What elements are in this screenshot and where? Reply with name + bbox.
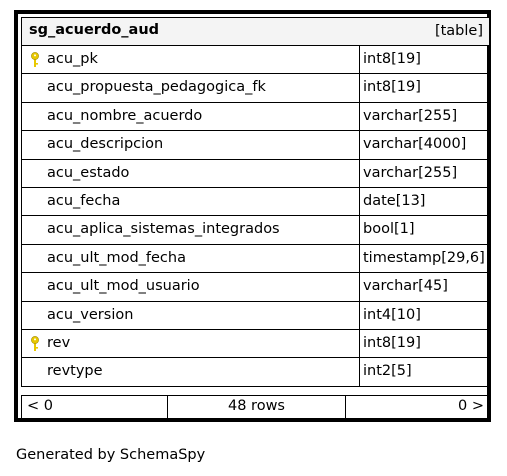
column-name: acu_nombre_acuerdo: [22, 102, 360, 131]
column-name: acu_version: [22, 301, 360, 329]
column-name-text: acu_fecha: [47, 192, 121, 209]
column-name: acu_descripcion: [22, 131, 360, 159]
column-row[interactable]: acu_ult_mod_fecha timestamp[29,6]: [21, 243, 490, 274]
column-row[interactable]: rev int8[19]: [21, 328, 490, 359]
table-header: sg_acuerdo_aud [table]: [21, 17, 490, 46]
column-name: acu_ult_mod_fecha: [22, 244, 360, 273]
column-row[interactable]: acu_fecha date[13]: [21, 186, 490, 217]
column-name-text: acu_nombre_acuerdo: [47, 107, 203, 124]
column-type: int2[5]: [363, 363, 412, 380]
column-type: int8[19]: [363, 334, 421, 351]
column-name-text: acu_version: [47, 306, 134, 323]
key-icon: [31, 52, 39, 67]
column-type: int8[19]: [363, 51, 421, 67]
column-name-text: acu_pk: [47, 51, 98, 67]
column-type: varchar[255]: [363, 107, 458, 124]
column-name: revtype: [22, 358, 360, 386]
column-row[interactable]: acu_propuesta_pedagogica_fk int8[19]: [21, 73, 490, 103]
column-name-text: acu_ult_mod_usuario: [47, 278, 200, 295]
column-name: acu_propuesta_pedagogica_fk: [22, 74, 360, 102]
column-name: acu_aplica_sistemas_integrados: [22, 216, 360, 244]
column-name: acu_pk: [22, 46, 360, 74]
column-row[interactable]: acu_descripcion varchar[4000]: [21, 130, 490, 160]
column-name: acu_fecha: [22, 187, 360, 216]
column-row[interactable]: acu_aplica_sistemas_integrados bool[1]: [21, 215, 490, 245]
generated-by-label: Generated by SchemaSpy: [16, 447, 206, 463]
table-footer: < 0 48 rows 0 >: [21, 395, 490, 419]
column-name-text: revtype: [47, 363, 103, 380]
parents-count[interactable]: < 0: [22, 396, 168, 418]
column-row[interactable]: acu_nombre_acuerdo varchar[255]: [21, 101, 490, 132]
column-type: int4[10]: [363, 306, 421, 323]
column-name: rev: [22, 329, 360, 358]
column-type: bool[1]: [363, 221, 415, 238]
column-row[interactable]: acu_version int4[10]: [21, 300, 490, 330]
column-row[interactable]: revtype int2[5]: [21, 357, 490, 387]
table-name[interactable]: sg_acuerdo_aud: [29, 22, 160, 38]
column-type: varchar[45]: [363, 278, 448, 295]
table-kind: [table]: [434, 23, 483, 39]
column-name-text: acu_estado: [47, 164, 130, 181]
row-count: 48 rows: [168, 396, 346, 418]
column-name: acu_estado: [22, 159, 360, 187]
column-type: varchar[4000]: [363, 136, 467, 153]
column-row[interactable]: acu_estado varchar[255]: [21, 158, 490, 188]
column-name-text: acu_ult_mod_fecha: [47, 249, 186, 266]
column-row[interactable]: acu_pk int8[19]: [21, 45, 490, 75]
column-type: int8[19]: [363, 79, 421, 96]
column-type: varchar[255]: [363, 164, 458, 181]
column-name-text: acu_descripcion: [47, 136, 164, 153]
column-name: acu_ult_mod_usuario: [22, 273, 360, 301]
column-type: timestamp[29,6]: [363, 249, 485, 266]
children-count[interactable]: 0 >: [458, 398, 484, 414]
column-type: date[13]: [363, 192, 426, 209]
column-name-text: rev: [47, 334, 71, 351]
column-name-text: acu_aplica_sistemas_integrados: [47, 221, 280, 238]
column-name-text: acu_propuesta_pedagogica_fk: [47, 79, 266, 96]
column-row[interactable]: acu_ult_mod_usuario varchar[45]: [21, 272, 490, 302]
key-icon: [31, 336, 39, 351]
